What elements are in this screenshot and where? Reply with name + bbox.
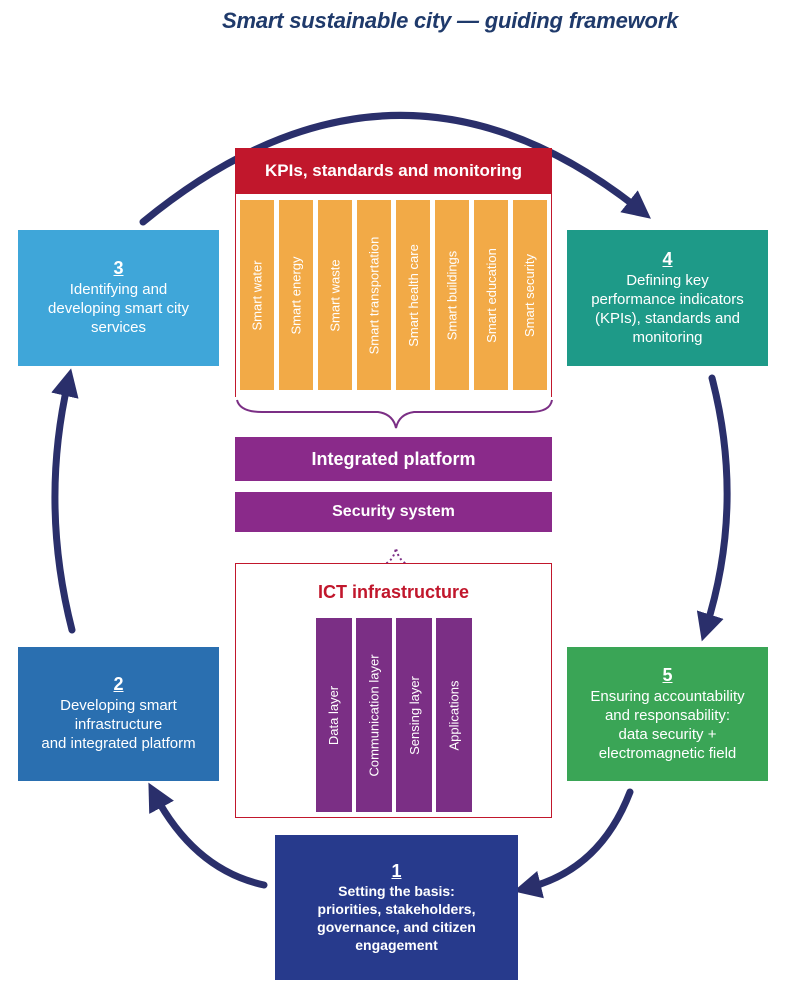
step-5-box: 5 Ensuring accountability and responsabi… bbox=[567, 647, 768, 781]
step-1-number: 1 bbox=[391, 860, 402, 881]
kpi-header: KPIs, standards and monitoring bbox=[235, 148, 552, 194]
arrow-2-to-3 bbox=[51, 368, 79, 634]
service-smart-water: Smart water bbox=[240, 200, 274, 390]
arrow-3-to-4 bbox=[139, 111, 651, 226]
service-smart-education: Smart education bbox=[474, 200, 508, 390]
step-1-text: Setting the basis: priorities, stakehold… bbox=[317, 882, 476, 953]
step-3-number: 3 bbox=[113, 258, 124, 278]
step-4-text: Defining key performance indicators (KPI… bbox=[591, 271, 744, 346]
step-3-box: 3 Identifying and developing smart city … bbox=[18, 230, 219, 366]
arrow-4-to-5 bbox=[696, 374, 731, 642]
services-panel: Smart water Smart energy Smart waste Sma… bbox=[235, 194, 552, 397]
service-smart-buildings: Smart buildings bbox=[435, 200, 469, 390]
ict-infrastructure-box: ICT infrastructure Data layer Communicat… bbox=[235, 563, 552, 818]
service-smart-transportation: Smart transportation bbox=[357, 200, 391, 390]
ict-title: ICT infrastructure bbox=[317, 582, 470, 602]
step-1-box: 1 Setting the basis: priorities, stakeho… bbox=[275, 835, 518, 980]
step-4-number: 4 bbox=[662, 248, 673, 269]
step-5-number: 5 bbox=[662, 664, 673, 685]
arrow-5-to-1 bbox=[513, 788, 634, 899]
service-smart-security: Smart security bbox=[513, 200, 547, 390]
layer-sensing: Sensing layer bbox=[396, 618, 432, 812]
integrated-platform-bar: Integrated platform bbox=[235, 437, 552, 481]
services-brace bbox=[236, 399, 553, 429]
step-2-box: 2 Developing smart infrastructure and in… bbox=[18, 647, 219, 781]
layer-applications: Applications bbox=[436, 618, 472, 812]
step-5-text: Ensuring accountability and responsabili… bbox=[590, 687, 745, 762]
step-3-text: Identifying and developing smart city se… bbox=[48, 281, 189, 336]
step-2-number: 2 bbox=[113, 674, 124, 694]
arrow-1-to-2 bbox=[148, 782, 268, 889]
step-4-box: 4 Defining key performance indicators (K… bbox=[567, 230, 768, 366]
service-smart-waste: Smart waste bbox=[318, 200, 352, 390]
service-smart-energy: Smart energy bbox=[279, 200, 313, 390]
service-smart-health-care: Smart health care bbox=[396, 200, 430, 390]
diagram-title: Smart sustainable city — guiding framewo… bbox=[222, 8, 679, 33]
layer-communication: Communication layer bbox=[356, 618, 392, 812]
layer-data: Data layer bbox=[316, 618, 352, 812]
step-2-text: Developing smart infrastructure and inte… bbox=[41, 697, 196, 752]
security-system-bar: Security system bbox=[235, 492, 552, 532]
